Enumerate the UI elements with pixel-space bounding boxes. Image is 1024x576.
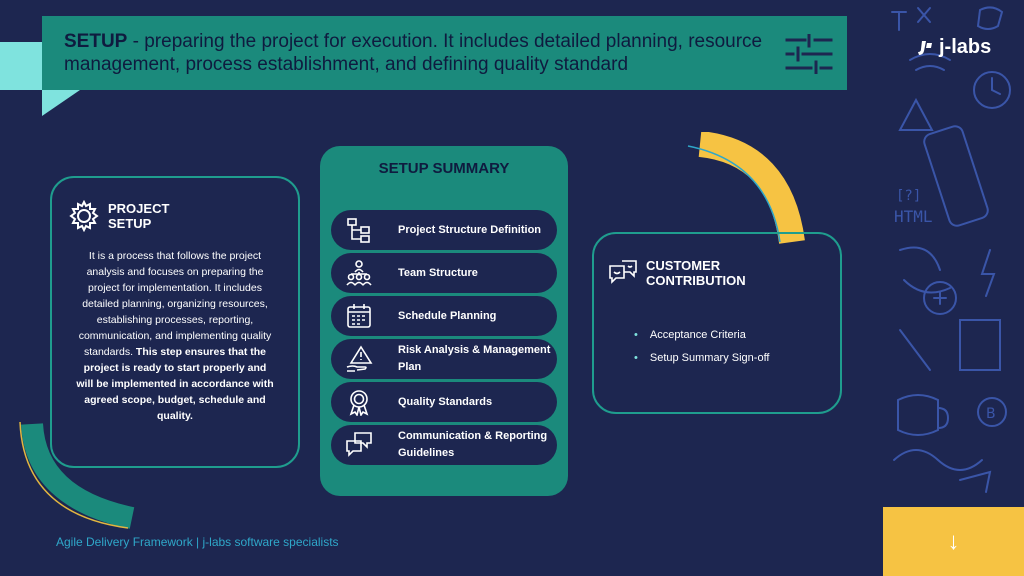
footer-text: Agile Delivery Framework | j-labs softwa… bbox=[56, 535, 339, 549]
decorative-arc-left bbox=[19, 421, 135, 529]
project-setup-card: PROJECT SETUP It is a process that follo… bbox=[50, 176, 300, 468]
header-description: - preparing the project for execution. I… bbox=[64, 31, 763, 75]
summary-item-label: Team Structure bbox=[398, 266, 478, 279]
project-setup-highlight: This step ensures that the project is re… bbox=[76, 346, 274, 422]
summary-item-label: Project Structure Definition bbox=[398, 223, 542, 236]
tech-doodle-decoration: [?] HTML B bbox=[891, 6, 1011, 493]
setup-summary-title: SETUP SUMMARY bbox=[378, 160, 510, 177]
summary-item-label: Quality Standards bbox=[398, 395, 493, 408]
hierarchy-icon bbox=[347, 218, 370, 243]
project-setup-description: It is a process that follows the project… bbox=[68, 248, 282, 424]
sliders-icon bbox=[785, 34, 833, 74]
summary-item-label: Risk Analysis & Management Plan bbox=[398, 344, 551, 373]
risk-warning-icon bbox=[346, 345, 373, 372]
accent-triangle bbox=[42, 90, 80, 116]
project-setup-body: It is a process that follows the project… bbox=[78, 250, 272, 358]
next-arrow-button[interactable]: ↓ bbox=[883, 507, 1024, 576]
summary-item-team-structure[interactable]: Team Structure bbox=[331, 253, 557, 293]
list-item: •Acceptance Criteria bbox=[634, 329, 746, 341]
project-setup-title: PROJECT SETUP bbox=[108, 201, 170, 231]
header-keyword: SETUP bbox=[64, 31, 128, 52]
arrow-down-icon: ↓ bbox=[947, 527, 960, 555]
summary-item-project-structure[interactable]: Project Structure Definition bbox=[331, 210, 557, 250]
list-item-label: Setup Summary Sign-off bbox=[649, 352, 770, 364]
accent-strip bbox=[0, 42, 42, 90]
svg-text:[?]: [?] bbox=[896, 188, 921, 204]
brand-logo[interactable]: j-labs bbox=[916, 36, 991, 59]
summary-item-risk-analysis[interactable]: Risk Analysis & Management Plan bbox=[331, 339, 557, 379]
brand-name: j-labs bbox=[939, 36, 992, 58]
summary-item-communication[interactable]: Communication & Reporting Guidelines bbox=[331, 425, 557, 465]
calendar-icon bbox=[347, 304, 371, 328]
summary-item-label: Communication & Reporting Guidelines bbox=[398, 430, 548, 459]
header-text: SETUP - preparing the project for execut… bbox=[64, 30, 825, 76]
chat-bubbles-icon bbox=[346, 432, 372, 457]
svg-text:HTML: HTML bbox=[894, 207, 933, 226]
team-icon bbox=[346, 260, 372, 286]
svg-text:B: B bbox=[986, 406, 996, 422]
gear-icon bbox=[69, 200, 99, 232]
list-item-label: Acceptance Criteria bbox=[649, 329, 746, 341]
chat-smile-icon bbox=[609, 260, 637, 284]
setup-summary-panel: SETUP SUMMARY Project Structure Definiti… bbox=[320, 146, 568, 496]
summary-item-quality-standards[interactable]: Quality Standards bbox=[331, 382, 557, 422]
list-item: •Setup Summary Sign-off bbox=[634, 352, 770, 364]
summary-item-schedule-planning[interactable]: Schedule Planning bbox=[331, 296, 557, 336]
header-banner: SETUP - preparing the project for execut… bbox=[42, 16, 847, 90]
decorative-arc-right bbox=[687, 132, 805, 244]
customer-contribution-title: CUSTOMER CONTRIBUTION bbox=[646, 258, 746, 288]
customer-contribution-list: •Acceptance Criteria •Setup Summary Sign… bbox=[608, 328, 826, 366]
customer-contribution-card: CUSTOMER CONTRIBUTION •Acceptance Criter… bbox=[592, 232, 842, 414]
setup-summary-list: Project Structure Definition Team Struct… bbox=[331, 210, 557, 468]
quality-badge-icon bbox=[349, 390, 369, 416]
j-labs-logo bbox=[918, 40, 932, 55]
summary-item-label: Schedule Planning bbox=[398, 309, 497, 322]
